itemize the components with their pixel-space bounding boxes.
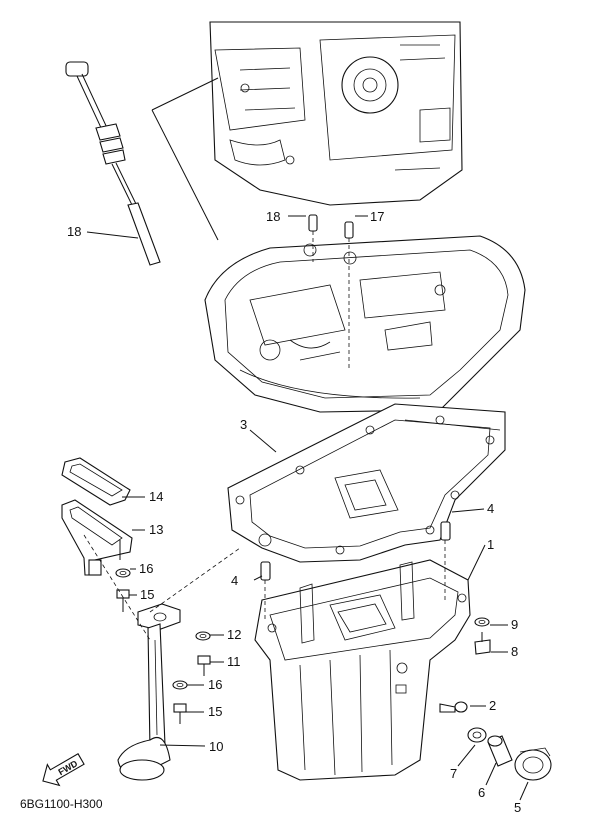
callout-16-upper: 16: [139, 561, 153, 576]
washer-12: [195, 631, 211, 641]
callout-6: 6: [478, 785, 485, 800]
callout-3: 3: [240, 417, 247, 432]
leader-lines: [86, 215, 529, 801]
bolt-15-lower: [173, 703, 187, 724]
callout-5: 5: [514, 800, 521, 815]
oil-strainer-10: [117, 603, 181, 781]
washer-9: [474, 617, 490, 627]
callout-14: 14: [149, 489, 163, 504]
callout-15-lower: 15: [208, 704, 222, 719]
dowel-pin-18-left: [308, 214, 318, 262]
gasket-14: [61, 457, 131, 506]
callout-16-lower: 16: [208, 677, 222, 692]
engine-block: [209, 21, 463, 206]
diagram-code: 6BG1100-H300: [20, 797, 103, 811]
callout-4-right: 4: [487, 501, 494, 516]
bolt-8: [474, 632, 491, 655]
callout-13: 13: [149, 522, 163, 537]
fwd-arrow-icon: FWD: [42, 753, 85, 787]
washer-16-upper: [115, 568, 131, 578]
callout-9: 9: [511, 617, 518, 632]
callout-15-upper: 15: [140, 587, 154, 602]
callout-7: 7: [450, 766, 457, 781]
exhaust-guide: [204, 235, 526, 413]
callout-18-right: 17: [370, 209, 384, 224]
callout-11: 11: [227, 654, 241, 669]
callout-10: 10: [209, 739, 223, 754]
bolt-15-upper: [116, 589, 130, 612]
bolt-11: [197, 655, 211, 676]
dowel-pin-4-left: [260, 561, 271, 620]
callout-17: 18: [67, 224, 81, 239]
gasket-7: [467, 727, 487, 743]
drain-plug-2: [439, 701, 468, 713]
callout-8: 8: [511, 644, 518, 659]
plate-13: [61, 499, 133, 576]
oil-pan: [254, 559, 471, 781]
gasket: [227, 403, 506, 563]
callout-12: 12: [227, 627, 241, 642]
plug-6: [487, 735, 513, 767]
callout-4-left: 4: [231, 573, 238, 588]
callout-18-left: 18: [266, 209, 280, 224]
callout-1: 1: [487, 537, 494, 552]
dowel-pin-4-right: [440, 521, 451, 600]
washer-16-lower: [172, 680, 188, 690]
dowel-pin-18-right: [344, 221, 354, 368]
dipstick: [65, 61, 161, 266]
callout-2: 2: [489, 698, 496, 713]
cap-5: [514, 747, 552, 781]
